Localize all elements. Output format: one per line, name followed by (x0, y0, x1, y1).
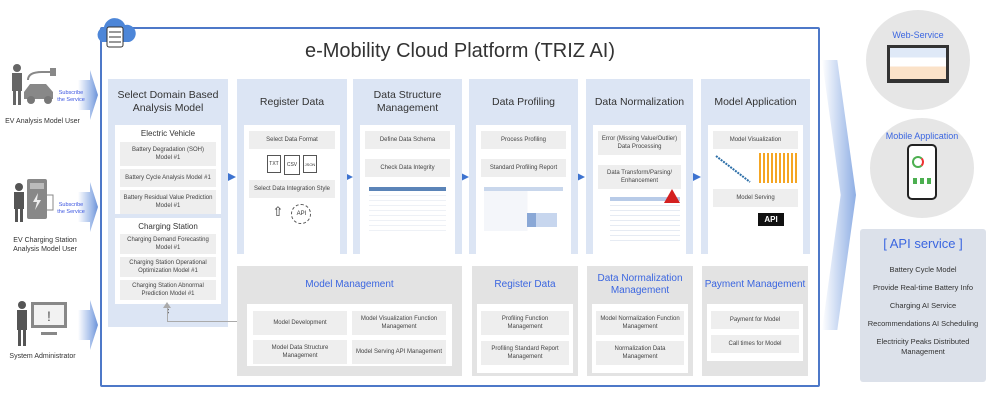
json-file-icon: JSON (303, 155, 317, 173)
platform-title: e-Mobility Cloud Platform (TRIZ AI) (304, 40, 616, 62)
web-service-label: Web-Service (892, 30, 944, 40)
user-label-admin: System Administrator (9, 353, 76, 360)
panel-title: Model Application (714, 95, 797, 108)
mgmt-item[interactable]: Normalization Data Management (596, 341, 684, 365)
mgmt-item[interactable]: Model Visualization Function Management (352, 311, 446, 335)
mgmt-item[interactable]: Call times for Model (711, 335, 799, 353)
admin-arrow (78, 300, 98, 350)
mgmt-item[interactable]: Model Data Structure Management (253, 340, 347, 364)
api-gear-icon: API (291, 204, 312, 224)
register-data-mgmt-panel: Register Data Profiling Function Managem… (472, 266, 578, 376)
mgmt-item[interactable]: Model Development (253, 311, 347, 335)
subscribe-arrow (78, 70, 98, 120)
ev-group-title: Electric Vehicle (140, 129, 196, 138)
profiling-report-thumbnail (484, 187, 563, 231)
model-item[interactable]: Charging Demand Forecasting Model #1 (120, 234, 216, 254)
register-data-panel: Register Data Select Data Format TXT CSV… (237, 79, 347, 258)
mgmt-item[interactable]: Profiling Function Management (481, 311, 569, 335)
model-item[interactable]: Battery Residual Value Prediction Model … (120, 190, 216, 214)
mgmt-item[interactable]: Payment for Model (711, 311, 799, 329)
platform-frame (100, 27, 820, 387)
schema-table-thumbnail (369, 187, 446, 231)
user-label-cs: EV Charging Station Analysis Model User (13, 237, 77, 253)
api-item: Electricity Peaks Distributed Management (876, 337, 970, 356)
cloud-upload-icon: ⇧ (272, 204, 284, 219)
panel-title: Payment Management (704, 279, 806, 290)
panel-title: Register Data (494, 279, 556, 290)
mgmt-item[interactable]: Profiling Standard Report Management (481, 341, 569, 365)
panel-title: Data Normalization (594, 95, 685, 108)
data-structure-panel: Data Structure Management Define Data Sc… (353, 79, 462, 258)
data-transform[interactable]: Data Transform/Parsing/ Enhancement (598, 165, 681, 189)
flow-arrow-icon (345, 173, 353, 181)
panel-title: Register Data (259, 95, 325, 108)
api-item: Charging AI Service (889, 301, 957, 310)
select-domain-panel: Select Domain Based Analysis Model Elect… (108, 79, 228, 327)
mgmt-item[interactable]: Model Serving API Management (352, 340, 446, 364)
data-normalization-mgmt-panel: Data Normalization Management Model Norm… (587, 266, 693, 376)
select-integration-style[interactable]: Select Data Integration Style (249, 180, 335, 198)
flow-arrow-icon (577, 173, 585, 181)
more-icon[interactable]: ⋮ (163, 304, 173, 314)
subscribe-label: Subscribe the Service (57, 90, 85, 103)
svg-text:!: ! (47, 308, 51, 324)
model-item[interactable]: Charging Station Operational Optimizatio… (120, 257, 216, 277)
model-visualization[interactable]: Model Visualization (713, 131, 798, 149)
model-serving[interactable]: Model Serving (713, 189, 798, 207)
api-item: Recommendations AI Scheduling (867, 319, 979, 328)
scatter-plot-thumbnail (715, 155, 751, 183)
warning-icon (664, 189, 680, 203)
flow-arrow-icon (228, 173, 236, 181)
mobile-app-circle[interactable]: Mobile Application (870, 118, 974, 218)
subscribe-arrow (78, 182, 98, 232)
api-service-title: [ API service ] (883, 236, 963, 251)
model-management-panel: Model Management Model Development Model… (237, 266, 462, 376)
model-item[interactable]: Battery Cycle Analysis Model #1 (120, 169, 216, 187)
flow-arrow-icon (461, 173, 469, 181)
output-arrow (822, 60, 856, 330)
cloud-server-icon (94, 14, 136, 50)
model-item[interactable]: Battery Degradation (SOH) Model #1 (120, 142, 216, 166)
cs-group-title: Charging Station (138, 222, 198, 231)
standard-profiling-report[interactable]: Standard Profiling Report (481, 159, 566, 177)
select-data-format[interactable]: Select Data Format (249, 131, 335, 149)
feedback-connector (167, 305, 237, 322)
admin-icon: ! (14, 300, 69, 350)
api-icon: API (758, 213, 784, 226)
web-service-circle[interactable]: Web-Service (866, 10, 970, 110)
mgmt-item[interactable]: Model Normalization Function Management (596, 311, 684, 335)
ev-user-icon (8, 62, 60, 107)
flow-arrow-icon (693, 173, 701, 181)
bar-chart-thumbnail (758, 153, 798, 183)
api-item: Provide Real-time Battery Info (872, 283, 974, 292)
api-service-box: [ API service ] Battery Cycle Model Prov… (860, 229, 986, 382)
subscribe-label: Subscribe the Service (57, 202, 85, 215)
model-item[interactable]: Charging Station Abnormal Prediction Mod… (120, 280, 216, 300)
panel-title: Select Domain Based Analysis Model (117, 89, 219, 114)
error-processing[interactable]: Error (Missing Value/Outlier) Data Proce… (598, 131, 681, 155)
data-normalization-panel: Data Normalization Error (Missing Value/… (586, 79, 693, 258)
panel-title: Data Normalization Management (597, 273, 683, 296)
mobile-app-label: Mobile Application (885, 131, 959, 141)
laptop-icon (887, 45, 949, 83)
user-label-ev: EV Analysis Model User (5, 118, 80, 125)
panel-title: Data Profiling (491, 95, 556, 108)
data-table-thumbnail (610, 197, 680, 242)
csv-file-icon: CSV (284, 155, 300, 175)
define-schema[interactable]: Define Data Schema (365, 131, 450, 149)
data-profiling-panel: Data Profiling Process Profiling Standar… (469, 79, 578, 258)
phone-icon (907, 144, 937, 200)
check-integrity[interactable]: Check Data Integrity (365, 159, 450, 177)
txt-file-icon: TXT (267, 155, 281, 173)
api-item: Battery Cycle Model (889, 265, 957, 274)
up-arrow-icon (163, 302, 171, 308)
panel-title: Model Management (305, 279, 394, 290)
panel-title: Data Structure Management (373, 89, 442, 114)
charging-station-user-icon (12, 175, 62, 225)
process-profiling[interactable]: Process Profiling (481, 131, 566, 149)
model-application-panel: Model Application Model Visualization Mo… (701, 79, 810, 258)
payment-mgmt-panel: Payment Management Payment for Model Cal… (702, 266, 808, 376)
